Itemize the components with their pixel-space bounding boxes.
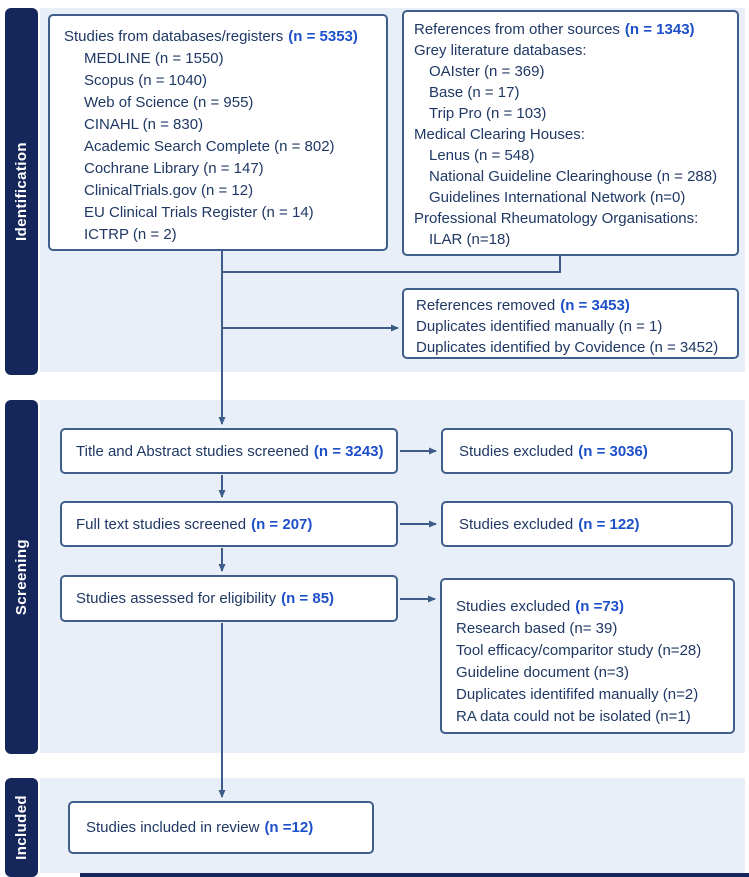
references-removed-box: References removed(n = 3453) Duplicates … [402,288,739,359]
box-count: (n = 3036) [578,442,648,460]
box-count: (n = 207) [251,515,313,533]
screening-label: Screening [13,538,30,616]
box-title-line: Studies from databases/registers(n = 535… [64,26,380,48]
source-item: ICTRP (n = 2) [84,226,177,243]
source-group: Professional Rheumatology Organisations: [414,210,699,227]
source-item: Scopus (n = 1040) [84,72,207,89]
connector-other-sources-merge [222,256,561,273]
exclusion-reason: Guideline document (n=3) [456,664,630,681]
included-review-box: Studies included in review(n =12) [68,801,374,854]
source-item: Trip Pro (n = 103) [429,105,547,122]
box-title: Studies excluded [459,515,574,533]
source-item: CINAHL (n = 830) [84,116,204,133]
identification-label: Identification [13,142,30,241]
full-text-screened-box: Full text studies screened(n = 207) [60,501,398,547]
source-item: MEDLINE (n = 1550) [84,50,224,67]
box-title-line: References from other sources(n = 1343) [414,19,733,40]
source-item: Academic Search Complete (n = 802) [84,138,335,155]
box-count: (n = 3453) [560,297,630,314]
source-item: Web of Science (n = 955) [84,94,254,111]
box-count: (n = 85) [281,590,335,607]
source-item: ClinicalTrials.gov (n = 12) [84,182,254,199]
box-title: Studies assessed for eligibility [76,590,277,607]
exclusion-reason: Duplicates identififed manually (n=2) [456,686,699,703]
box-title: Full text studies screened [76,515,247,533]
source-item: ILAR (n=18) [429,231,511,248]
included-label: Included [13,795,30,860]
exclusion-reason: Research based (n= 39) [456,620,618,637]
box-title: Studies excluded [456,598,571,615]
box-title-line: Studies excluded(n =73) [456,596,729,618]
source-item: EU Clinical Trials Register (n = 14) [84,204,314,221]
sidebar-included: Included [5,778,38,877]
title-abstract-screened-box: Title and Abstract studies screened(n = … [60,428,398,474]
other-sources-box: References from other sources(n = 1343) … [402,10,739,256]
studies-excluded-1-box: Studies excluded(n = 3036) [441,428,733,474]
source-item: Cochrane Library (n = 147) [84,160,264,177]
source-group: Grey literature databases: [414,42,587,59]
box-count: (n = 5353) [288,28,358,45]
box-count: (n = 122) [578,515,640,533]
assessed-eligibility-box: Studies assessed for eligibility(n = 85) [60,575,398,622]
removed-item: Duplicates identified by Covidence (n = … [416,339,719,356]
box-title: References from other sources [414,21,620,38]
box-title-line: References removed(n = 3453) [416,295,733,316]
box-count: (n =73) [575,598,625,615]
box-title: Studies excluded [459,442,574,460]
source-group: Medical Clearing Houses: [414,126,585,143]
box-title: Studies included in review [86,819,260,836]
databases-registers-box: Studies from databases/registers(n = 535… [48,14,388,251]
source-item: OAIster (n = 369) [429,63,545,80]
studies-excluded-3-box: Studies excluded(n =73) Research based (… [440,578,735,734]
figure-bottom-edge [80,873,749,877]
box-count: (n = 1343) [624,21,695,38]
source-item: Base (n = 17) [429,84,520,101]
box-count: (n = 3243) [313,442,384,460]
box-title: Studies from databases/registers [64,28,284,45]
source-item: Lenus (n = 548) [429,147,535,164]
source-item: National Guideline Clearinghouse (n = 28… [429,168,718,185]
sidebar-screening: Screening [5,400,38,754]
exclusion-reason: Tool efficacy/comparitor study (n=28) [456,642,702,659]
box-title: Title and Abstract studies screened [76,442,309,460]
box-title: References removed [416,297,556,314]
source-item: Guidelines International Network (n=0) [429,189,686,206]
studies-excluded-2-box: Studies excluded(n = 122) [441,501,733,547]
box-count: (n =12) [264,819,314,836]
sidebar-identification: Identification [5,8,38,375]
removed-item: Duplicates identified manually (n = 1) [416,318,663,335]
exclusion-reason: RA data could not be isolated (n=1) [456,708,691,725]
